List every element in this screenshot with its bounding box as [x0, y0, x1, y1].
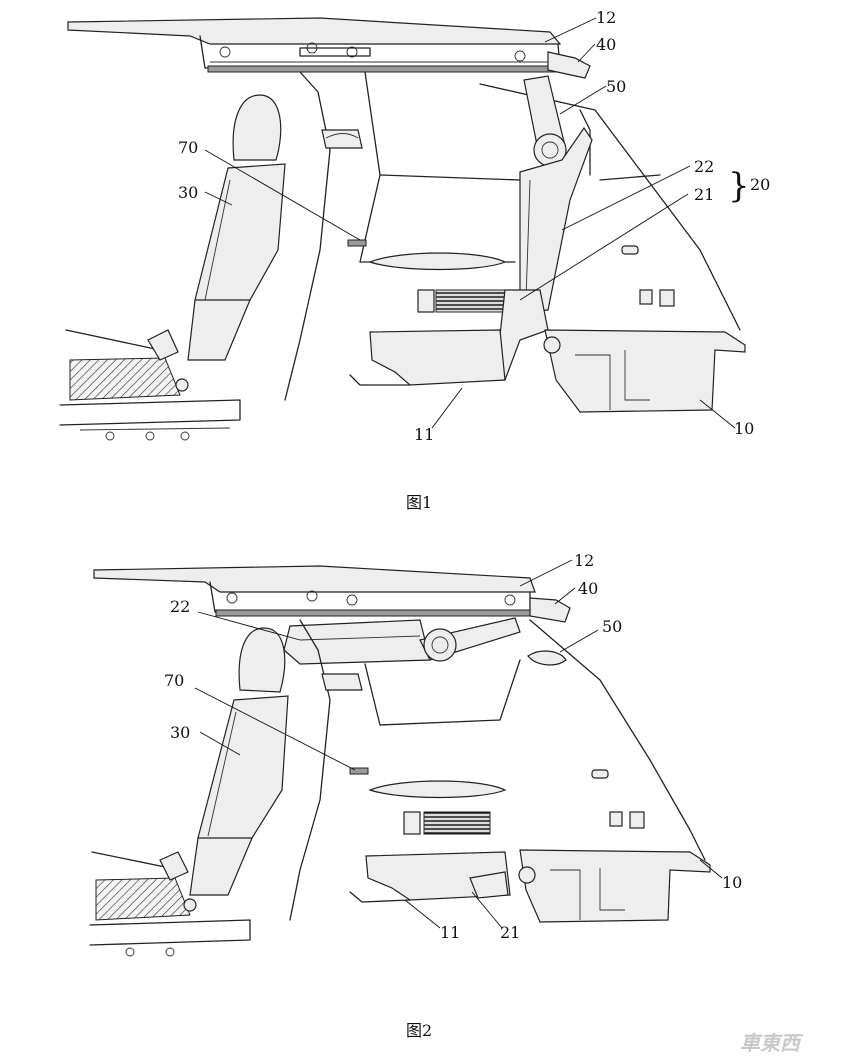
label-22: 22	[170, 597, 190, 616]
leader-lines-fig1	[204, 17, 736, 429]
label-11: 11	[440, 923, 460, 942]
label-20: 20	[750, 175, 770, 194]
label-10: 10	[734, 419, 754, 438]
label-50: 50	[602, 617, 622, 636]
storage-box-10	[543, 329, 746, 413]
label-11: 11	[414, 425, 434, 444]
headrest	[232, 94, 282, 161]
watermark: 車東西	[740, 1031, 804, 1055]
label-21: 21	[500, 923, 520, 942]
label-70: 70	[164, 671, 184, 690]
bracket-40	[529, 597, 571, 623]
seat-base-mechanism	[59, 329, 241, 441]
roof-panel-12	[67, 17, 562, 73]
leader-lines-fig2	[194, 559, 723, 929]
label-30: 30	[170, 723, 190, 742]
label-22: 22	[694, 157, 714, 176]
bracket-40	[547, 51, 591, 79]
label-12: 12	[596, 8, 616, 27]
damper-rod-50	[419, 617, 521, 662]
label-40: 40	[596, 35, 616, 54]
figure-1: 12 40 50 22 21 } 20 70 30 11 10 图1	[59, 8, 770, 512]
damper-rod-50	[523, 75, 567, 167]
storage-box-10	[518, 849, 711, 923]
label-70: 70	[178, 138, 198, 157]
floor-step-11	[349, 329, 506, 386]
label-12: 12	[574, 551, 594, 570]
side-trim-panel	[289, 619, 706, 921]
label-30: 30	[178, 183, 198, 202]
side-trim-panel	[284, 71, 741, 401]
label-21: 21	[694, 185, 714, 204]
label-50: 50	[606, 77, 626, 96]
brace-20: }	[728, 166, 750, 206]
label-10: 10	[722, 873, 742, 892]
figure-2: 12 40 22 50 70 30 10 11 21 图2	[89, 551, 742, 1040]
figure-caption-2: 图2	[406, 1021, 432, 1040]
roof-panel-12	[93, 565, 536, 617]
label-40: 40	[578, 579, 598, 598]
seat-back-30	[187, 163, 286, 361]
trim-cover-22	[283, 619, 431, 665]
headrest	[238, 627, 286, 693]
seat-base-mechanism	[89, 851, 251, 957]
seat-back-30	[189, 695, 289, 896]
figure-caption-1: 图1	[406, 493, 432, 512]
trim-lower-21	[469, 871, 509, 899]
